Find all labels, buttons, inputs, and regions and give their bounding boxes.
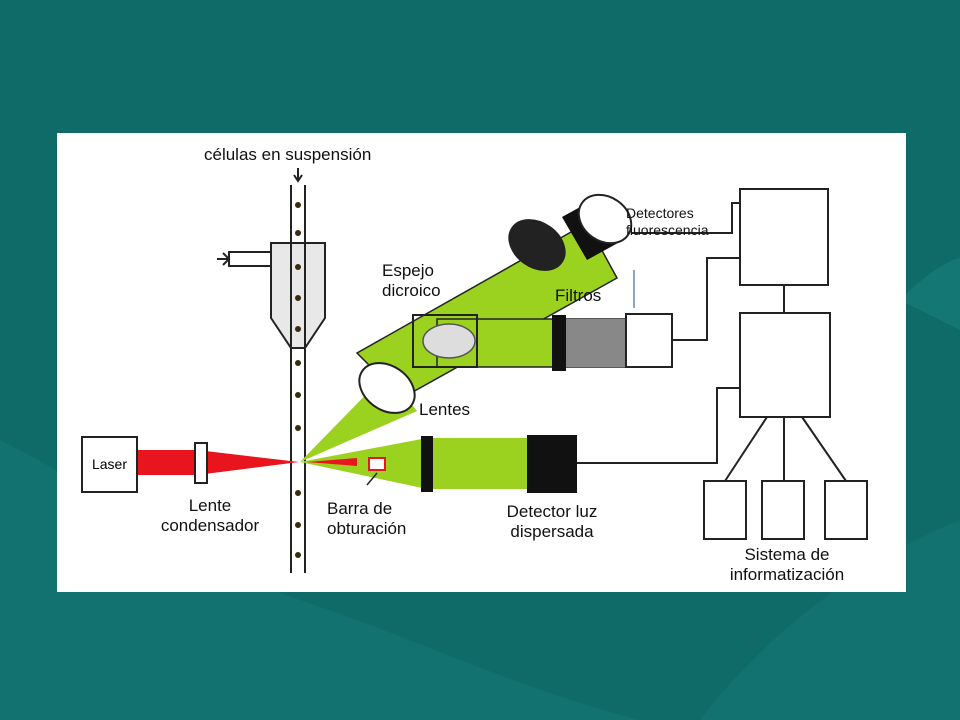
mirror-label: Espejo dicroico [382,261,441,300]
laser-source: Laser [81,436,138,493]
cytometer-diagram: Laser células en suspensión Lente conden… [57,133,906,592]
lens-condenser-label: Lente condensador [160,496,260,535]
scatter-detector-label: Detector luz dispersada [506,502,598,541]
electronics [577,188,868,540]
filters-label: Filtros [555,286,602,305]
fluorescence-beam [300,193,673,462]
fluor-detectors-label: Detectores fluorescencia [626,205,709,238]
scatter-beam [300,435,577,493]
cells [295,202,301,558]
cells-label: células en suspensión [204,145,372,164]
laser-label: Laser [91,456,128,472]
bar-label: Barra de obturación [327,499,407,538]
laser-beam [138,442,299,484]
lenses-label: Lentes [419,400,471,419]
system-label: Sistema de informatización [729,545,845,584]
